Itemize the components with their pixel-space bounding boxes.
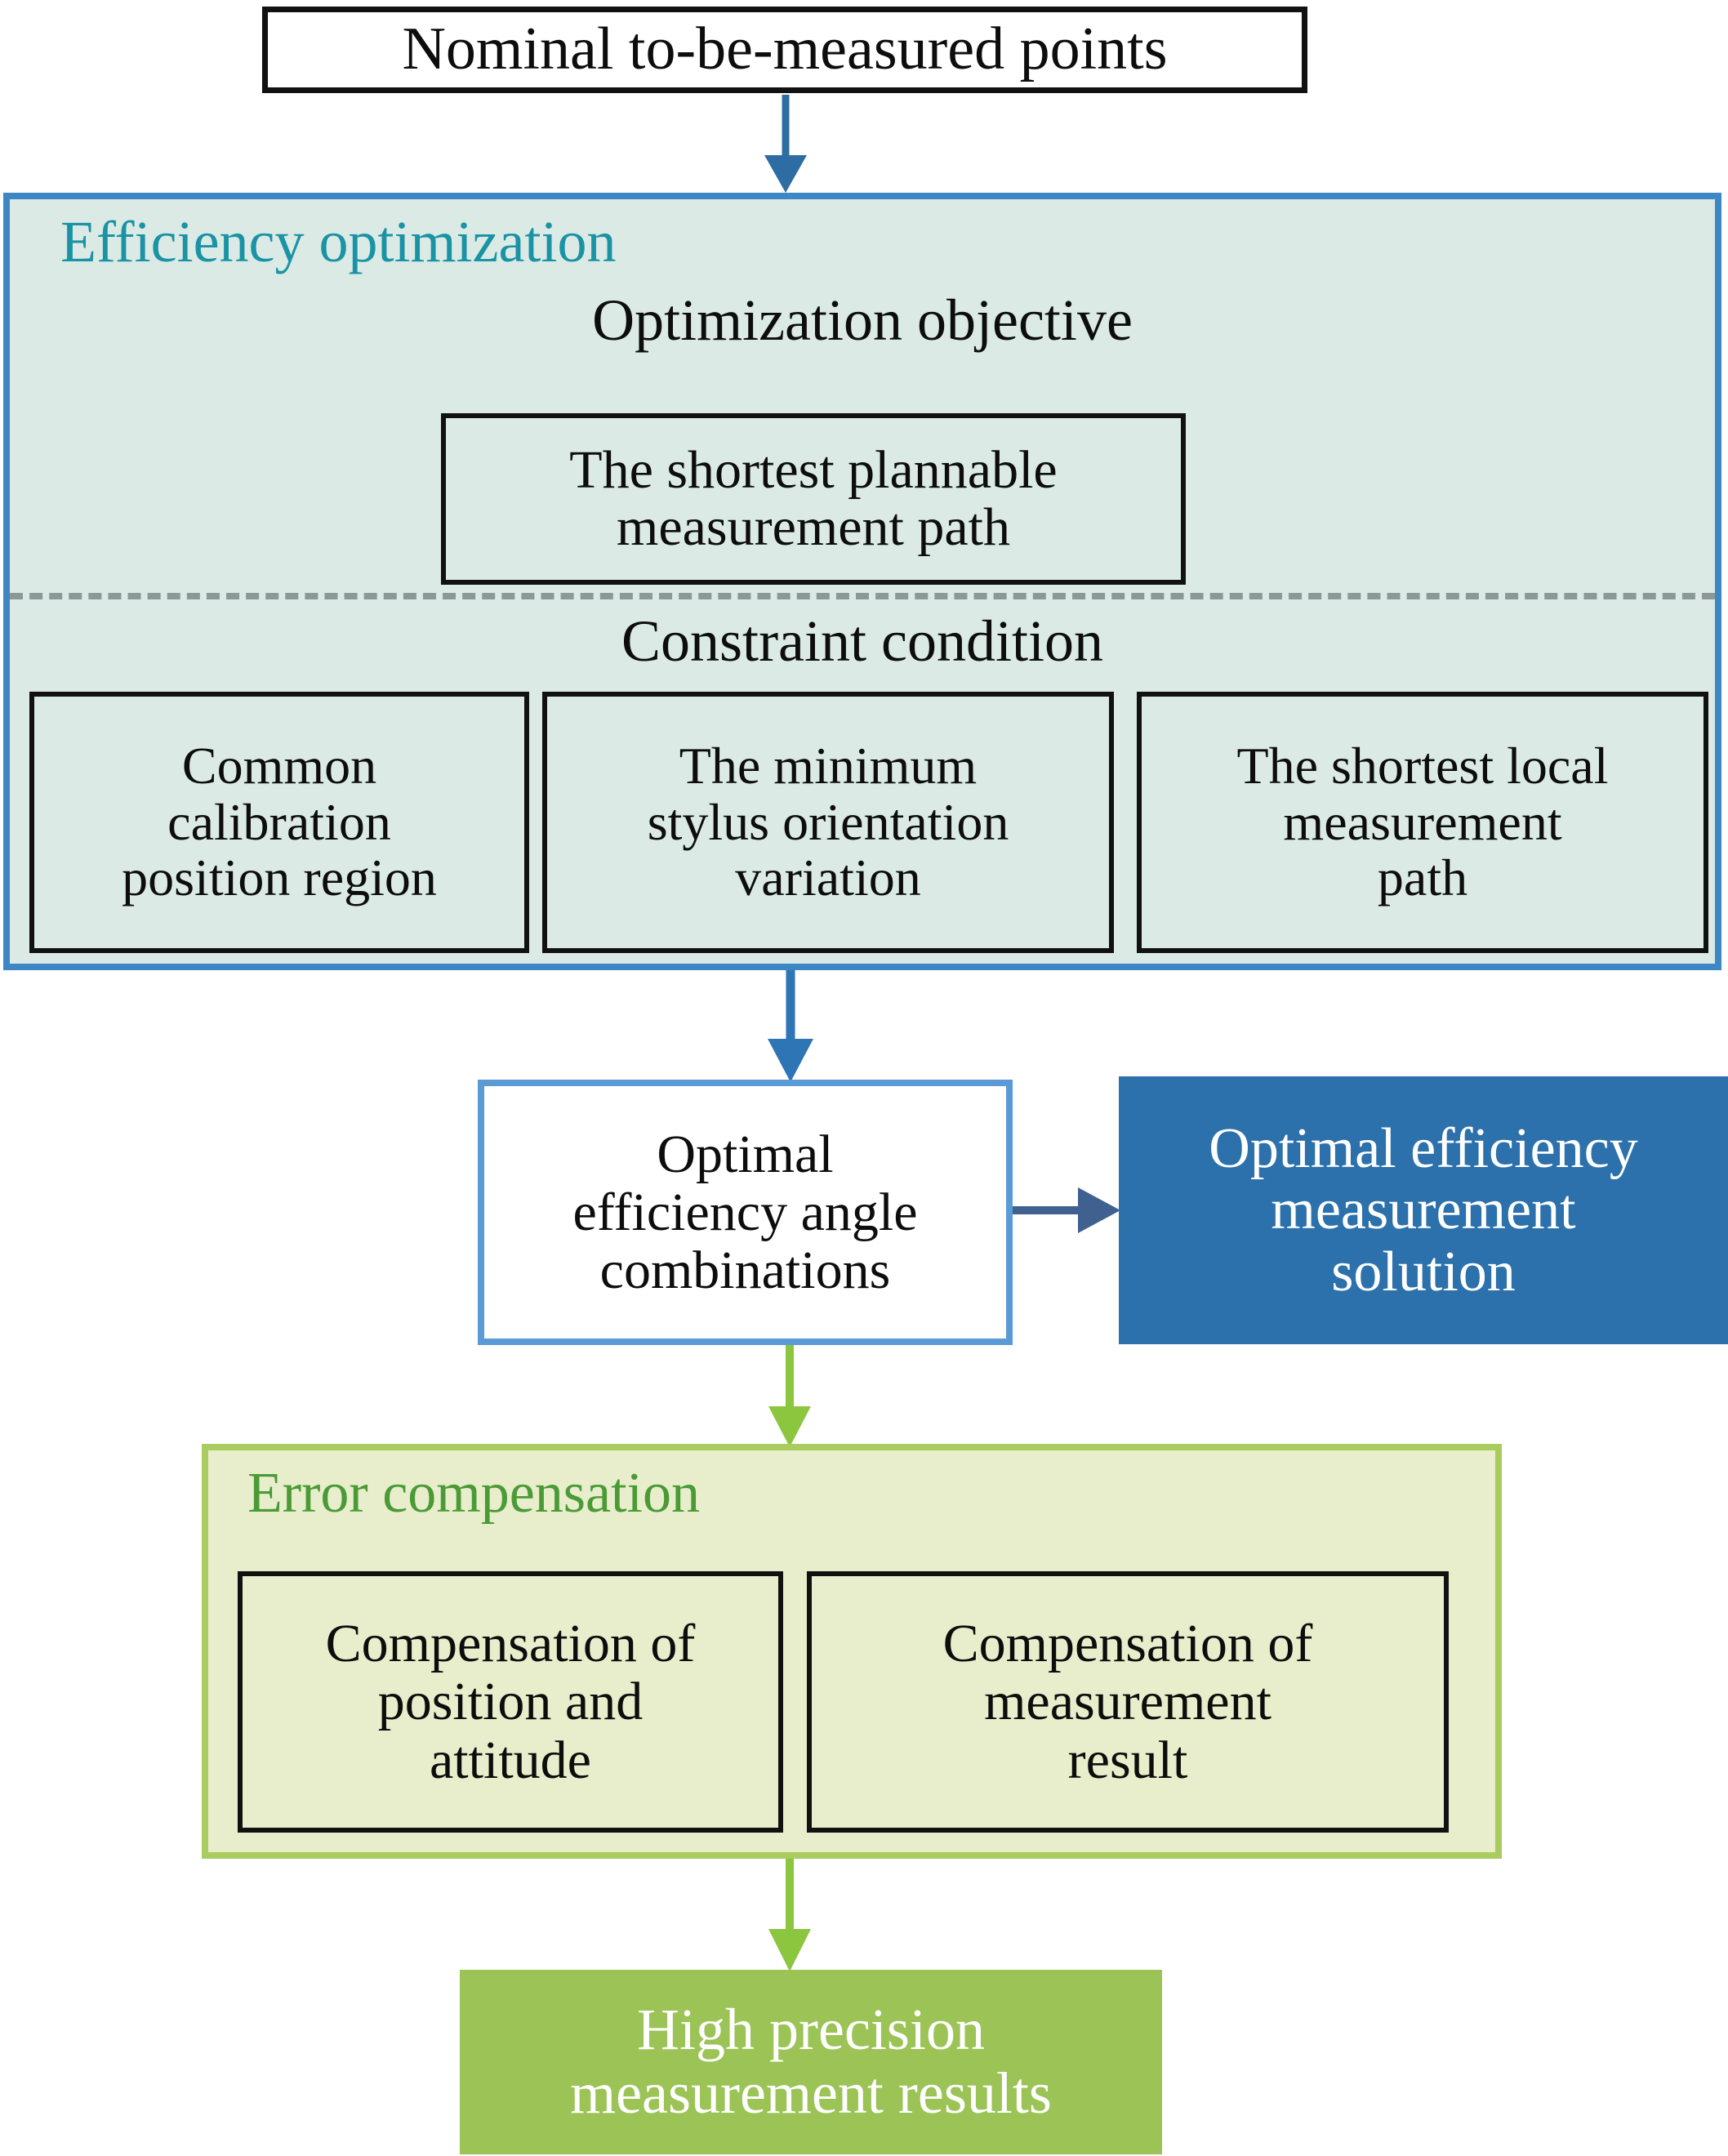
box-compensation-of-measurement-result[interactable]: Compensation of measurement result xyxy=(807,1571,1449,1833)
node-high-precision-measurement-results[interactable]: High precision measurement results xyxy=(460,1970,1162,2154)
panel-error-compensation[interactable]: Error compensation Compensation of posit… xyxy=(202,1444,1502,1859)
label-optimization-objective: Optimization objective xyxy=(592,287,1133,353)
box-minimum-stylus-orientation-variation[interactable]: The minimum stylus orientation variation xyxy=(542,692,1114,953)
node-optimal-efficiency-angle-combinations-label: Optimal efficiency angle combinations xyxy=(572,1124,918,1301)
arrow-optimal-angles-to-error xyxy=(768,1345,811,1447)
panel-efficiency-heading: Efficiency optimization xyxy=(60,209,617,274)
box-common-calibration-position-region[interactable]: Common calibration position region xyxy=(29,692,529,953)
arrow-error-to-result xyxy=(768,1859,811,1971)
box-compensation-of-position-and-attitude[interactable]: Compensation of position and attitude xyxy=(238,1571,783,1833)
arrow-efficiency-to-optimal-angles xyxy=(768,970,813,1082)
arrow-optimal-angles-to-solution xyxy=(1013,1187,1120,1233)
node-nominal-points-label: Nominal to-be-measured points xyxy=(402,16,1168,83)
label-constraint-condition: Constraint condition xyxy=(621,608,1103,674)
box-shortest-local-measurement-path-label: The shortest local measurement path xyxy=(1236,737,1609,907)
box-minimum-stylus-orientation-variation-label: The minimum stylus orientation variation xyxy=(647,737,1009,907)
node-optimal-efficiency-measurement-solution[interactable]: Optimal efficiency measurement solution xyxy=(1119,1076,1728,1344)
node-high-precision-measurement-results-label: High precision measurement results xyxy=(570,1997,1052,2126)
box-compensation-of-measurement-result-label: Compensation of measurement result xyxy=(942,1614,1313,1790)
arrow-nominal-to-efficiency xyxy=(764,95,807,193)
box-compensation-of-position-and-attitude-label: Compensation of position and attitude xyxy=(325,1614,696,1790)
dashed-divider xyxy=(10,593,1715,599)
node-optimal-efficiency-measurement-solution-label: Optimal efficiency measurement solution xyxy=(1209,1116,1638,1303)
box-shortest-plannable-path[interactable]: The shortest plannable measurement path xyxy=(441,413,1186,585)
box-shortest-plannable-path-label: The shortest plannable measurement path xyxy=(569,440,1058,557)
node-nominal-points[interactable]: Nominal to-be-measured points xyxy=(262,7,1307,93)
panel-efficiency-optimization[interactable]: Efficiency optimization Optimization obj… xyxy=(3,193,1721,970)
box-shortest-local-measurement-path[interactable]: The shortest local measurement path xyxy=(1137,692,1708,953)
panel-error-compensation-heading: Error compensation xyxy=(247,1462,700,1525)
node-optimal-efficiency-angle-combinations[interactable]: Optimal efficiency angle combinations xyxy=(478,1080,1013,1345)
box-common-calibration-position-region-label: Common calibration position region xyxy=(122,737,437,907)
